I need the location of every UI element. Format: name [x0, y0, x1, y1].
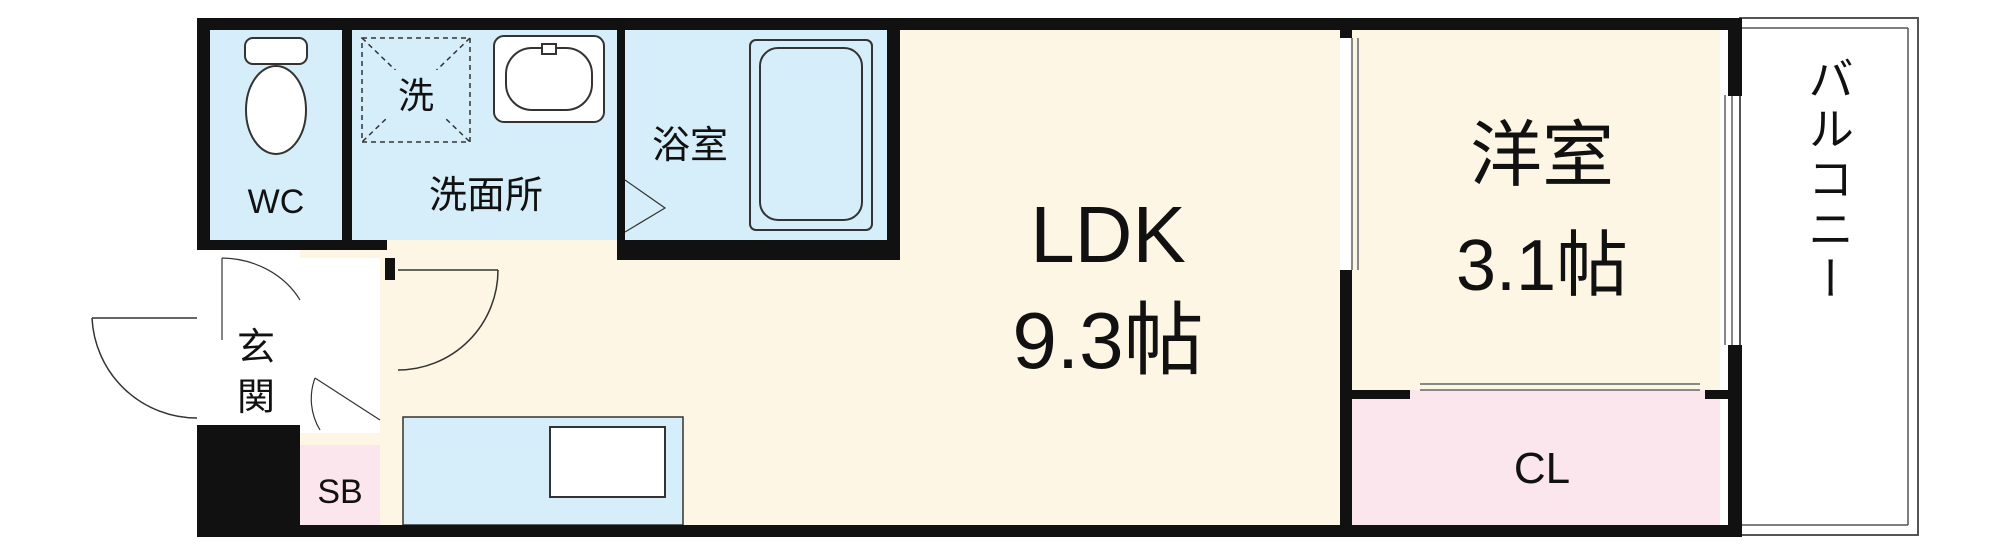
ldk-size-label: 9.3帖	[1012, 296, 1203, 385]
entrance-door-icon	[91, 317, 198, 419]
window-icon	[1724, 95, 1733, 345]
washroom-label: 洗面所	[429, 175, 543, 217]
sink	[549, 426, 666, 498]
shoe-box-label: SB	[317, 473, 362, 511]
washer-label-bg	[386, 70, 446, 122]
shoe-box-floor	[300, 445, 380, 525]
entrance-label-2: 関	[237, 377, 275, 419]
wc-label: WC	[248, 183, 305, 221]
closet-label: CL	[1514, 444, 1570, 493]
washbasin-icon	[493, 35, 605, 123]
western-room-label: 洋室	[1470, 116, 1614, 196]
ldk-label: LDK	[1030, 190, 1186, 279]
sliding-door-icon	[1351, 38, 1700, 391]
washer-label: 洗	[398, 75, 434, 116]
balcony-floor	[1739, 17, 1919, 536]
interior-door-icon	[397, 269, 499, 371]
walls	[197, 18, 1742, 537]
wc-door-icon	[221, 257, 301, 340]
bath-door-icon	[624, 179, 667, 233]
entrance-label-1: 玄	[237, 327, 275, 369]
balcony-label: バルコニー	[1802, 55, 1854, 305]
shoe-box-door-icon	[310, 377, 381, 431]
western-room-floor	[1352, 28, 1720, 390]
western-room-size-label: 3.1帖	[1456, 226, 1628, 306]
entrance-floor	[210, 258, 380, 433]
toilet-icon	[244, 37, 308, 155]
bath-label: 浴室	[652, 125, 728, 167]
closet-floor	[1352, 390, 1720, 525]
bathtub-icon	[749, 39, 873, 231]
